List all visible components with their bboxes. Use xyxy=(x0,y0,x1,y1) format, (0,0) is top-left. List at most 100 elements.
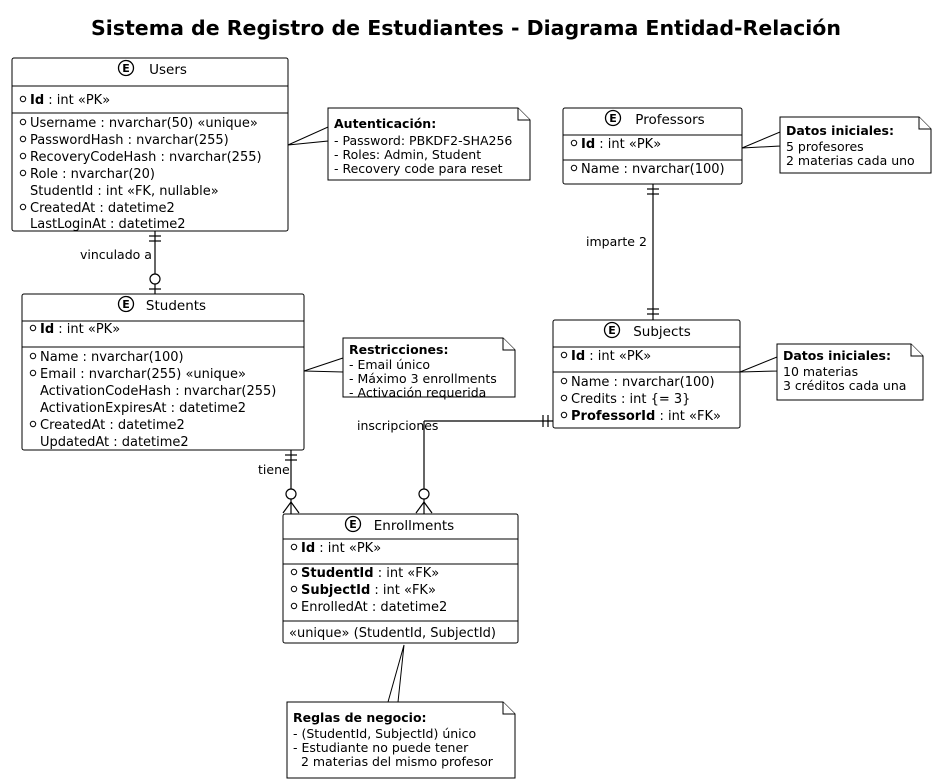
note-datos-iniciales-subjects: Datos iniciales: 10 materias 3 créditos … xyxy=(776,343,924,401)
note-line-auth-1: - Roles: Admin, Student xyxy=(334,147,481,162)
page-title: Sistema de Registro de Estudiantes - Dia… xyxy=(91,16,841,40)
attr-bullet-icon xyxy=(19,152,27,160)
note-line-professors-data-1: 2 materias cada uno xyxy=(786,153,915,168)
entity-name-students: Students xyxy=(146,298,206,314)
attr-bullet-icon xyxy=(290,568,298,576)
entity-stereotype-letter: E xyxy=(122,298,130,311)
note-title-professors-data: Datos iniciales: xyxy=(786,123,894,138)
note-line-professors-data-0: 5 profesores xyxy=(786,139,864,154)
attr-professors-name: Name : nvarchar(100) xyxy=(581,162,725,177)
note-line-subjects-data-0: 10 materias xyxy=(783,364,858,379)
note-connector-users-auth xyxy=(287,126,329,146)
attr-enrollments-subjectid: SubjectId : int «FK» xyxy=(301,583,436,598)
entity-stereotype-letter: E xyxy=(609,112,617,125)
attr-users-role: Role : nvarchar(20) xyxy=(30,167,155,182)
note-title-business-rules: Reglas de negocio: xyxy=(293,710,427,725)
attr-students-email: Email : nvarchar(255) «unique» xyxy=(40,367,246,382)
note-line-subjects-data-1: 3 créditos cada una xyxy=(783,378,906,393)
attr-bullet-icon xyxy=(19,169,27,177)
attr-users-createdat: CreatedAt : datetime2 xyxy=(30,201,175,216)
attr-bullet-icon xyxy=(560,411,568,419)
entity-stereotype-letter: E xyxy=(122,62,130,75)
note-autenticacion: Autenticación: - Password: PBKDF2-SHA256… xyxy=(327,107,531,181)
attr-bullet-icon xyxy=(29,324,37,332)
attr-subjects-id: Id : int «PK» xyxy=(571,349,651,364)
note-reglas-de-negocio: Reglas de negocio: - (StudentId, Subject… xyxy=(286,701,516,779)
relationship-professors-subjects: imparte 2 xyxy=(586,184,659,320)
attr-bullet-icon xyxy=(560,377,568,385)
attr-bullet-icon xyxy=(290,585,298,593)
attr-bullet-icon xyxy=(19,118,27,126)
note-line-business-rules-2: 2 materias del mismo profesor xyxy=(293,754,494,769)
note-connector-subjects-data xyxy=(739,356,778,373)
entity-students[interactable]: E Students Id : int «PK» Name : nvarchar… xyxy=(21,293,305,451)
note-line-restrictions-1: - Máximo 3 enrollments xyxy=(349,371,497,386)
attr-students-name: Name : nvarchar(100) xyxy=(40,350,184,365)
attr-bullet-icon xyxy=(570,139,578,147)
entity-stereotype-icon xyxy=(604,109,622,127)
entity-name-users: Users xyxy=(149,62,187,78)
entity-subjects[interactable]: E Subjects Id : int «PK» Name : nvarchar… xyxy=(552,319,741,429)
attr-students-id: Id : int «PK» xyxy=(40,322,120,337)
note-title-auth: Autenticación: xyxy=(334,116,436,131)
entity-name-professors: Professors xyxy=(635,112,704,128)
attr-users-passwordhash: PasswordHash : nvarchar(255) xyxy=(30,133,229,148)
entity-stereotype-icon xyxy=(344,515,362,533)
note-line-auth-0: - Password: PBKDF2-SHA256 xyxy=(334,133,512,148)
entity-stereotype-icon xyxy=(603,321,621,339)
attr-subjects-name: Name : nvarchar(100) xyxy=(571,375,715,390)
attr-users-id: Id : int «PK» xyxy=(30,93,110,108)
entity-enrollments[interactable]: E Enrollments Id : int «PK» StudentId : … xyxy=(282,513,519,644)
attr-students-createdat: CreatedAt : datetime2 xyxy=(40,418,185,433)
attr-bullet-icon xyxy=(29,369,37,377)
attr-students-activationcodehash: ActivationCodeHash : nvarchar(255) xyxy=(40,384,276,399)
entity-stereotype-icon xyxy=(117,59,135,77)
entity-stereotype-letter: E xyxy=(349,518,357,531)
attr-bullet-icon xyxy=(560,394,568,402)
attr-bullet-icon xyxy=(19,203,27,211)
note-title-subjects-data: Datos iniciales: xyxy=(783,348,891,363)
attr-students-updatedat: UpdatedAt : datetime2 xyxy=(40,435,189,450)
constraint-enrollments-unique: «unique» (StudentId, SubjectId) xyxy=(289,626,496,641)
note-line-business-rules-0: - (StudentId, SubjectId) único xyxy=(293,726,476,741)
attr-students-activationexpiresat: ActivationExpiresAt : datetime2 xyxy=(40,401,246,416)
relationship-label-professors-subjects: imparte 2 xyxy=(586,234,647,249)
attr-users-recoverycodehash: RecoveryCodeHash : nvarchar(255) xyxy=(30,150,262,165)
relationship-label-users-students: vinculado a xyxy=(80,247,152,262)
entity-users[interactable]: E Users Id : int «PK» Username : nvarcha… xyxy=(11,57,289,232)
attr-bullet-icon xyxy=(560,351,568,359)
relationship-users-students: vinculado a xyxy=(80,231,161,294)
attr-subjects-credits: Credits : int {= 3} xyxy=(571,392,690,407)
attr-professors-id: Id : int «PK» xyxy=(581,137,661,152)
attr-bullet-icon xyxy=(19,95,27,103)
note-connector-students-restrictions xyxy=(303,357,344,373)
relationship-students-enrollments: tiene xyxy=(258,450,300,514)
note-connector-professors-data xyxy=(741,131,781,149)
attr-enrollments-enrolledat: EnrolledAt : datetime2 xyxy=(301,600,447,615)
note-connector-enrollments-rules xyxy=(387,644,405,703)
attr-enrollments-id: Id : int «PK» xyxy=(301,541,381,556)
attr-bullet-icon xyxy=(19,135,27,143)
note-restricciones: Restricciones: - Email único - Máximo 3 … xyxy=(342,337,516,400)
entity-stereotype-icon xyxy=(117,295,135,313)
attr-bullet-icon xyxy=(290,602,298,610)
entity-professors[interactable]: E Professors Id : int «PK» Name : nvarch… xyxy=(562,107,743,185)
relationship-label-students-enrollments: tiene xyxy=(258,462,290,477)
entity-stereotype-letter: E xyxy=(608,324,616,337)
attr-bullet-icon xyxy=(290,543,298,551)
attr-enrollments-studentid: StudentId : int «FK» xyxy=(301,566,439,581)
attr-bullet-icon xyxy=(29,420,37,428)
entity-name-enrollments: Enrollments xyxy=(374,518,454,534)
entity-name-subjects: Subjects xyxy=(633,324,691,340)
attr-subjects-professorid: ProfessorId : int «FK» xyxy=(571,409,721,424)
attr-bullet-icon xyxy=(29,352,37,360)
attr-users-lastloginat: LastLoginAt : datetime2 xyxy=(30,217,186,232)
relationship-label-subjects-enrollments: inscripciones xyxy=(357,418,438,433)
note-line-auth-2: - Recovery code para reset xyxy=(334,161,503,176)
note-line-business-rules-1: - Estudiante no puede tener xyxy=(293,740,469,755)
attr-bullet-icon xyxy=(570,164,578,172)
note-line-restrictions-2: - Activación requerida xyxy=(349,385,486,400)
relationship-subjects-enrollments: inscripciones xyxy=(357,415,553,514)
